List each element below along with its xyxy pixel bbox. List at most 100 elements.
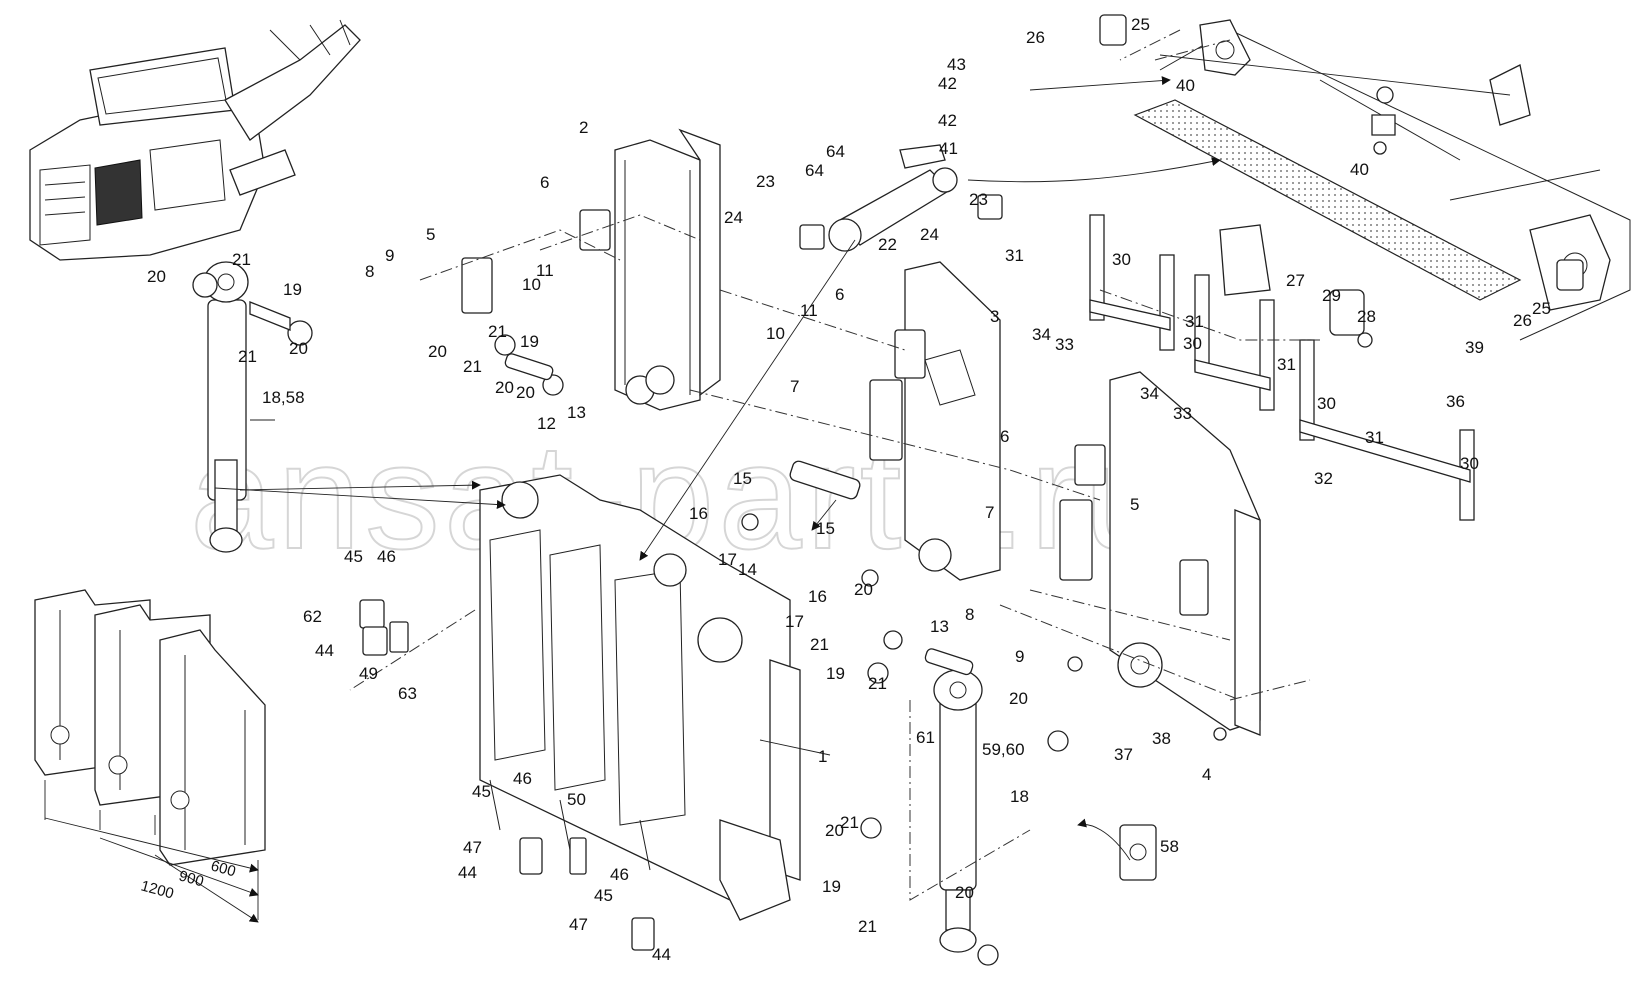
callout-label: 45 [344,547,363,566]
callout-label: 47 [463,838,482,857]
callout-label: 7 [790,377,799,396]
callout-label: 27 [1286,271,1305,290]
callout-label: 9 [385,246,394,265]
assembly-center-lines [349,29,1320,701]
callout-label: 34 [1140,384,1159,403]
callout-label: 20 [955,883,974,902]
callout-label: 44 [652,945,671,964]
callout-label: 40 [1350,160,1369,179]
callout-label: 13 [567,403,586,422]
callout-label: 31 [1365,428,1384,447]
callout-label: 8 [365,262,374,281]
callout-label: 37 [1114,745,1133,764]
callout-labels: 1234556667788991010111112131314151516161… [147,15,1551,964]
callout-label: 16 [808,587,827,606]
hydraulic-cylinder-left [192,261,313,553]
machine-overview-illustration [29,19,361,261]
callout-label: 11 [800,301,818,320]
callout-label: 24 [920,225,939,244]
callout-label: 29 [1322,286,1341,305]
callout-label: 8 [965,605,974,624]
callout-label: 21 [232,250,251,269]
callout-label: 26 [1026,28,1045,47]
callout-label: 44 [458,863,477,882]
callout-label: 20 [428,342,447,361]
callout-label: 19 [822,877,841,896]
callout-label: 12 [537,414,556,433]
dimension-600: 600 [209,857,238,880]
callout-label: 2 [579,118,588,137]
callout-label: 4 [1202,765,1211,784]
hydraulic-cylinder-part-22 [828,144,958,252]
callout-label: 28 [1357,307,1376,326]
callout-label: 21 [463,357,482,376]
callout-label: 62 [303,607,322,626]
callout-label: 31 [1005,246,1024,265]
callout-label: 20 [147,267,166,286]
callout-label: 43 [947,55,966,74]
callout-label: 46 [513,769,532,788]
wear-strip-parts [1089,214,1475,521]
callout-label: 18,58 [262,388,305,407]
callout-label: 21 [858,917,877,936]
side-plate-part-4 [1109,371,1261,736]
callout-label: 13 [930,617,949,636]
callout-label: 10 [522,275,541,294]
callout-label: 18 [1010,787,1029,806]
scraper-width-configurations: 1200 900 600 [34,589,266,923]
leader-arrows [214,54,1511,861]
callout-label: 46 [377,547,396,566]
callout-label: 19 [520,332,539,351]
fasteners-and-small-parts [359,14,1584,966]
callout-label: 33 [1173,404,1192,423]
callout-label: 47 [569,915,588,934]
callout-label: 34 [1032,325,1051,344]
callout-label: 49 [359,664,378,683]
callout-label: 45 [472,782,491,801]
callout-label: 20 [1009,689,1028,708]
callout-label: 39 [1465,338,1484,357]
callout-label: 63 [398,684,417,703]
callout-label: 64 [805,161,824,180]
main-mouldboard-part-1 [479,474,831,921]
callout-label: 22 [878,235,897,254]
callout-label: 16 [689,504,708,523]
callout-label: 6 [540,173,549,192]
callout-label: 20 [825,821,844,840]
callout-label: 23 [969,190,988,209]
callout-label: 24 [724,208,743,227]
callout-label: 30 [1183,334,1202,353]
callout-label: 21 [840,813,859,832]
callout-label: 3 [990,307,999,326]
callout-label: 59,60 [982,740,1025,759]
callout-label: 30 [1460,454,1479,473]
callout-label: 42 [938,111,957,130]
callout-label: 9 [1015,647,1024,666]
callout-label: 42 [938,74,957,93]
callout-label: 19 [826,664,845,683]
callout-label: 41 [939,139,958,158]
callout-label: 17 [718,550,737,569]
callout-label: 30 [1112,250,1131,269]
callout-label: 31 [1277,355,1296,374]
mesh-plate-part-39 [1133,99,1522,301]
machine-frame-top-right [1154,19,1631,341]
callout-label: 40 [1176,76,1195,95]
callout-label: 21 [238,347,257,366]
callout-label: 20 [289,339,308,358]
callout-label: 32 [1314,469,1333,488]
callout-label: 20 [854,580,873,599]
callout-label: 31 [1185,312,1204,331]
callout-label: 5 [1130,495,1139,514]
callout-label: 61 [916,728,935,747]
callout-label: 15 [816,519,835,538]
side-plate-part-3 [904,261,1001,581]
callout-label: 21 [810,635,829,654]
callout-label: 7 [985,503,994,522]
callout-label: 30 [1317,394,1336,413]
callout-label: 25 [1532,299,1551,318]
callout-label: 6 [1000,427,1009,446]
callout-label: 14 [738,560,757,579]
callout-label: 6 [835,285,844,304]
